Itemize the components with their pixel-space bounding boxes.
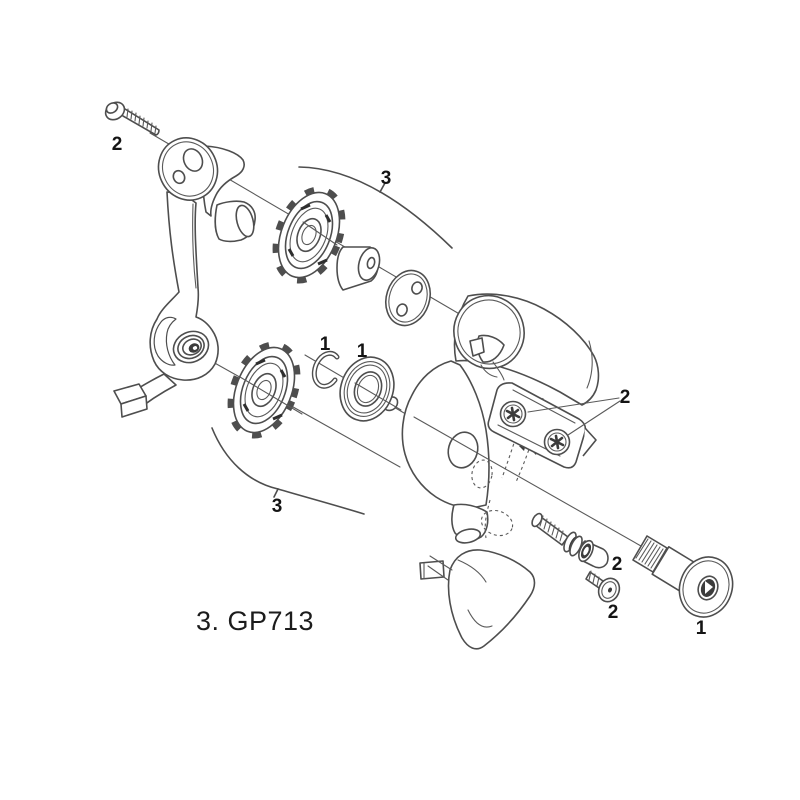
bolt-threads xyxy=(635,538,664,569)
callout-circlip: 1 xyxy=(320,334,331,355)
callout-body-link-screws: 2 xyxy=(620,387,631,408)
mount-bolt-axis-line xyxy=(413,416,642,547)
cage-plate-small-hole xyxy=(172,169,186,185)
lower-pulley-axis-line xyxy=(203,356,401,468)
callout-seal-ring: 1 xyxy=(357,341,368,362)
upper-bushing xyxy=(336,246,381,291)
upper-group-bracket xyxy=(298,166,453,249)
mounting-bolt xyxy=(632,535,734,618)
cage-plate-foot-front xyxy=(120,395,148,418)
upper-washer-hole-2 xyxy=(396,303,408,317)
cage-screw xyxy=(104,101,160,136)
cage-plate-arm-inner-line xyxy=(192,203,197,289)
body-screws-leaders xyxy=(527,397,621,436)
cage-plate xyxy=(113,137,256,418)
b-adjust-screw-assembly xyxy=(531,512,609,569)
washer-screw-threads xyxy=(588,570,600,587)
callout-upper-pulley-group: 3 xyxy=(381,168,392,189)
upper-bushing-hole xyxy=(366,256,376,270)
derailleur-body xyxy=(401,293,600,650)
upper-washer xyxy=(384,269,432,327)
cage-plate-head-rim xyxy=(161,141,215,197)
cage-plate-hub-bearing xyxy=(172,330,210,364)
lower-pulley-face-marks xyxy=(242,358,287,421)
lower-pulley xyxy=(227,341,303,439)
screw-threads xyxy=(126,108,157,134)
b-screw-head xyxy=(531,512,543,528)
washer-screw xyxy=(585,570,621,603)
cage-plate-boss-face xyxy=(235,204,255,238)
body-stub-face xyxy=(454,528,482,544)
callout-cage-screw: 2 xyxy=(112,134,123,155)
b-screw-threads xyxy=(539,515,564,542)
cage-plate-slot xyxy=(153,316,177,366)
link-screw-1 xyxy=(499,400,527,428)
upper-bushing-face xyxy=(357,247,381,281)
callout-mounting-bolt: 1 xyxy=(696,618,707,639)
lower-group-bracket xyxy=(211,427,365,515)
seal-axis-overlay xyxy=(354,382,402,411)
body-highlight-line xyxy=(586,340,593,389)
link-screw-2 xyxy=(543,428,571,456)
upper-pulley-face-marks xyxy=(287,203,332,266)
callout-labels: 2 3 1 1 3 2 2 2 1 xyxy=(112,134,707,639)
screw-head-top xyxy=(105,102,119,114)
body-lower-knuckle xyxy=(419,549,536,650)
link-plate-tab xyxy=(582,427,597,457)
body-cage-mount-disc xyxy=(453,294,525,381)
bolt-socket-hex xyxy=(705,581,713,594)
callout-b-adjust-screw: 2 xyxy=(612,554,623,575)
lower-axis-overlay xyxy=(239,376,303,415)
cage-plate-pivot-hole xyxy=(182,148,204,172)
upper-washer-hole-1 xyxy=(411,281,423,295)
callout-washer-screw: 2 xyxy=(608,602,619,623)
disc-tab xyxy=(469,337,485,357)
diagram-title: 3. GP713 xyxy=(196,606,314,636)
upper-axis-overlay xyxy=(302,221,338,246)
lower-pulley-teeth xyxy=(227,341,301,439)
circlip xyxy=(311,350,340,389)
callout-lower-pulley-group: 3 xyxy=(272,496,283,517)
screw-shaft xyxy=(122,108,160,136)
seal-ring xyxy=(339,356,402,422)
